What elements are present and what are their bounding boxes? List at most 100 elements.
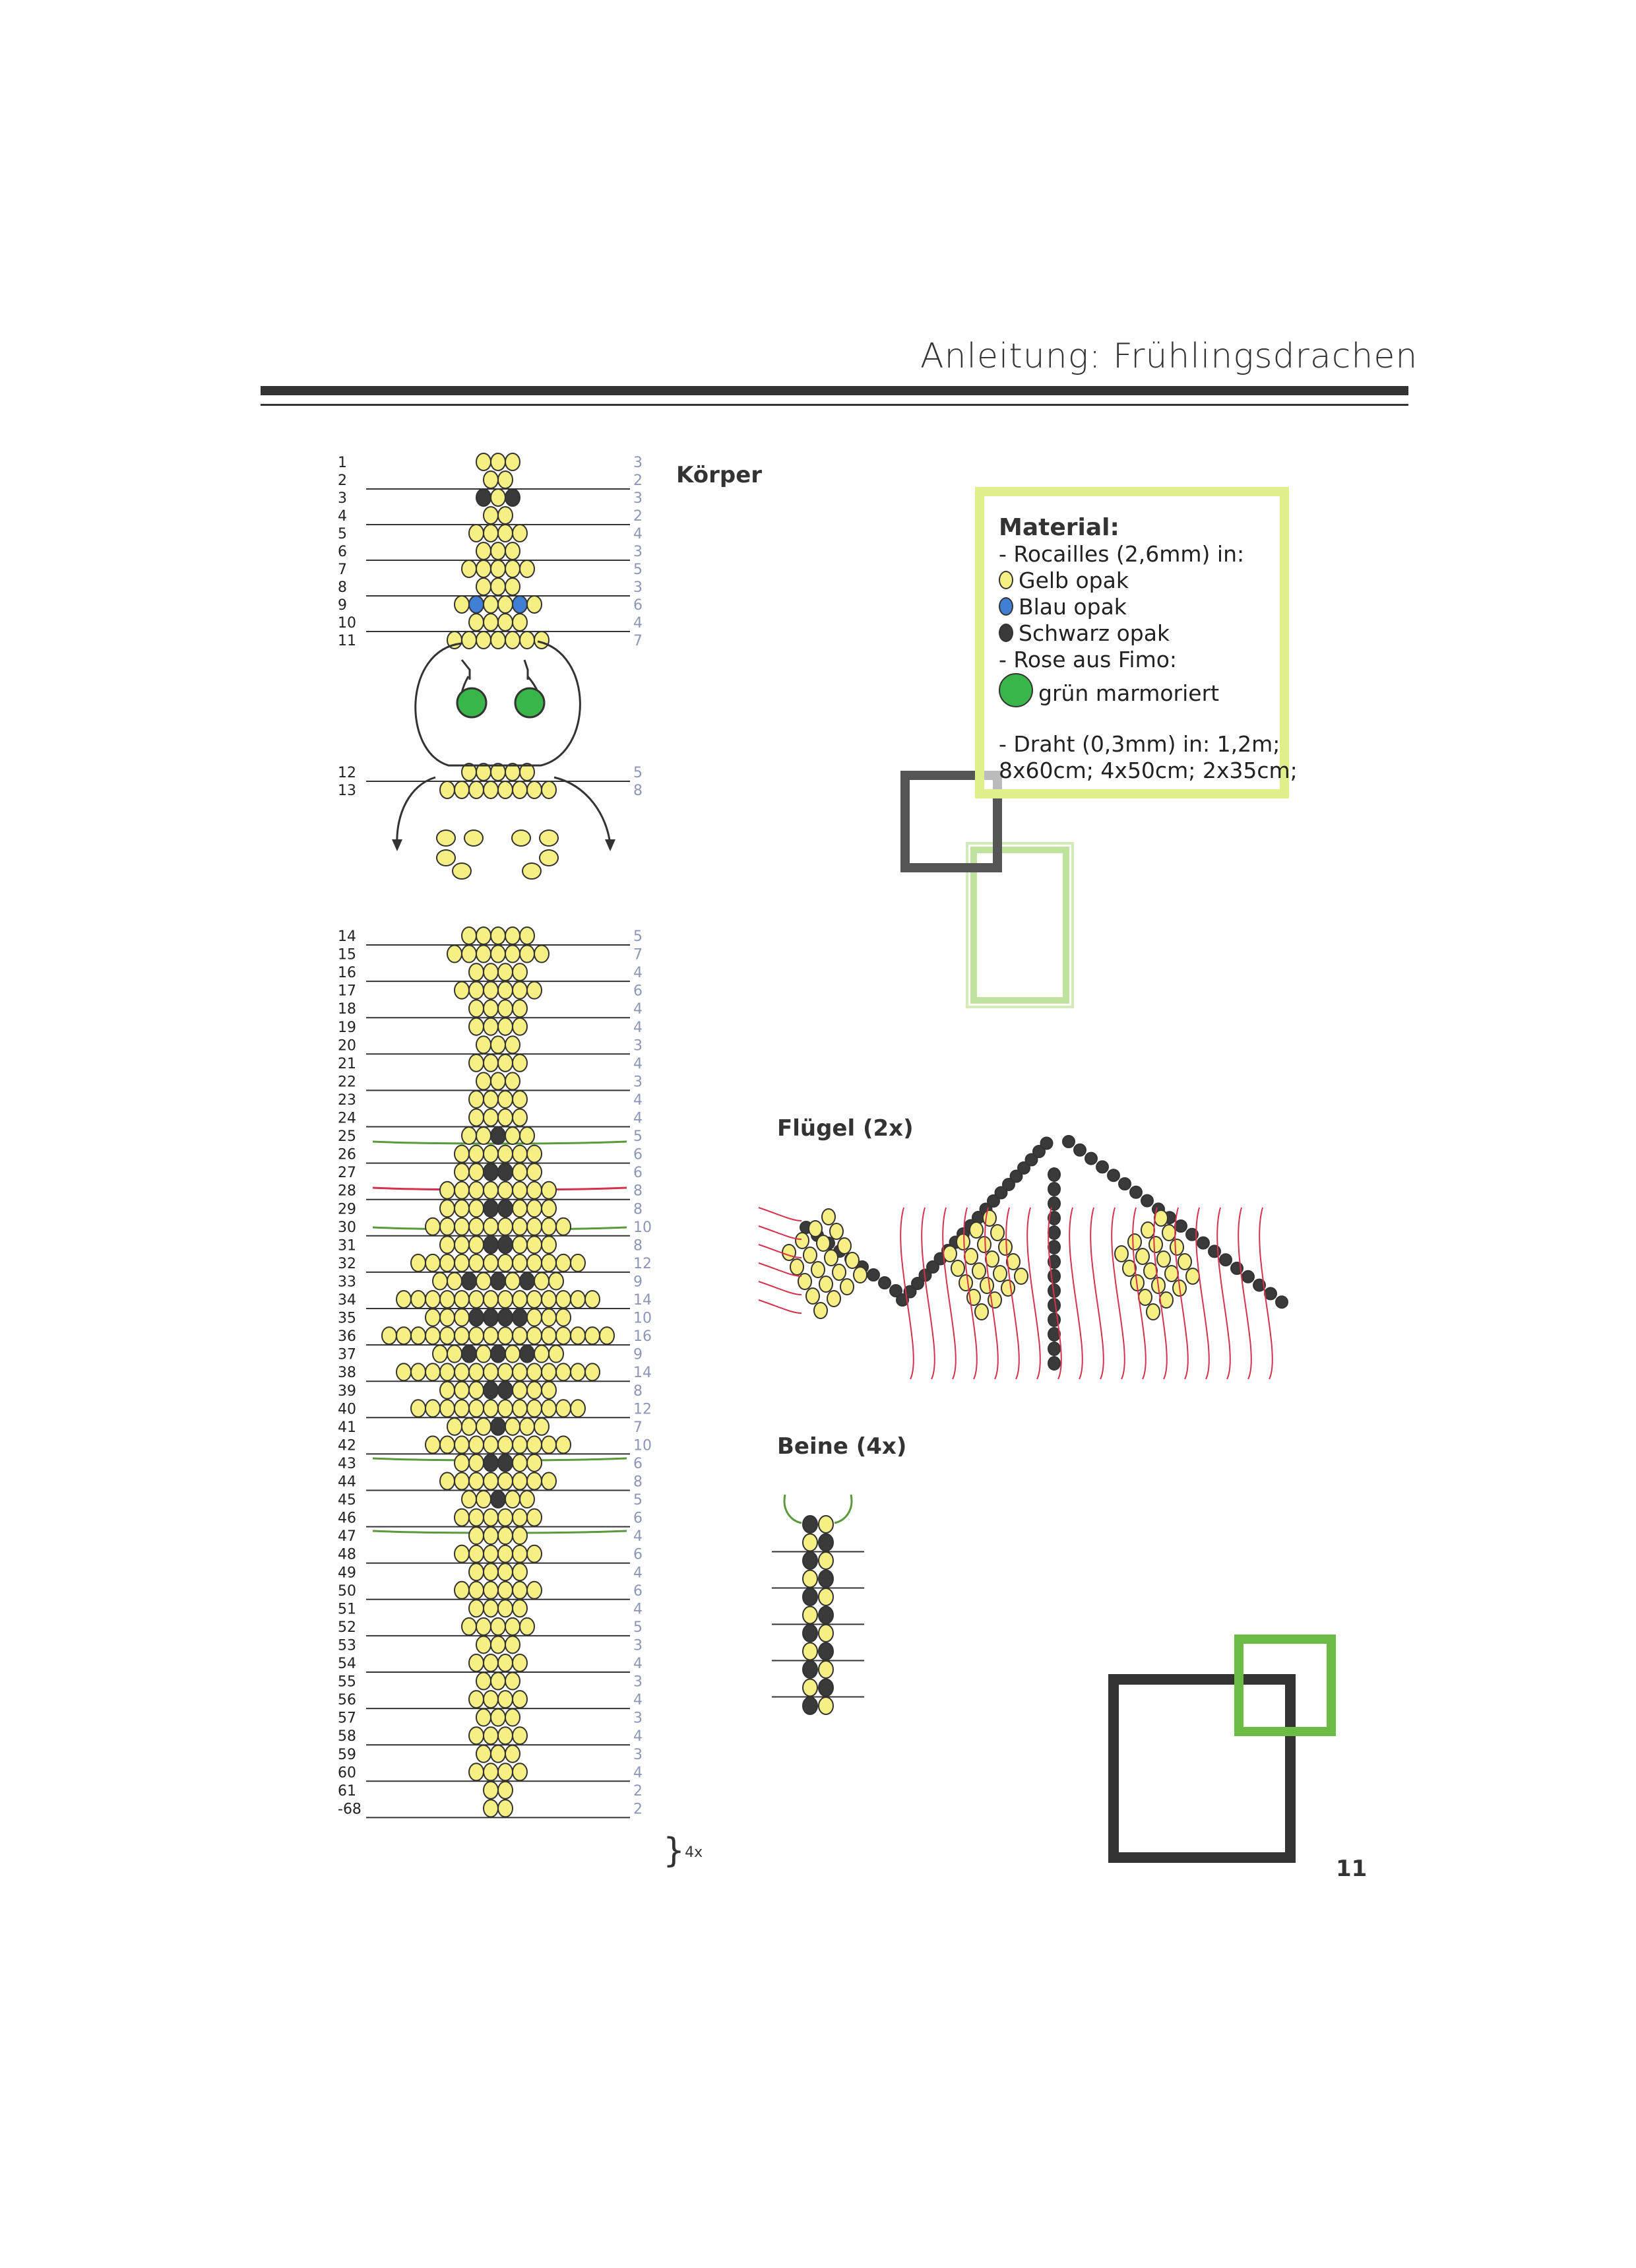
- bead: [410, 1363, 426, 1382]
- bead: [541, 781, 557, 799]
- bead: [497, 1472, 513, 1491]
- wing-wire-loop: [1069, 1207, 1083, 1380]
- bead: [483, 1453, 499, 1472]
- bead-count: 10: [633, 1311, 652, 1327]
- bead: [519, 1417, 535, 1436]
- bead: [802, 1697, 818, 1715]
- bead: [1107, 1169, 1120, 1183]
- bead-count: 5: [633, 1128, 643, 1145]
- bead: [439, 1399, 455, 1418]
- bead: [497, 1380, 513, 1400]
- bead: [1242, 1270, 1255, 1283]
- bead: [845, 1252, 860, 1269]
- bead: [1096, 1160, 1109, 1174]
- bead: [526, 1144, 542, 1163]
- wing-wire-loop: [758, 1262, 802, 1277]
- bead: [1048, 1327, 1061, 1342]
- bead: [468, 1199, 484, 1218]
- wing-wire-loop: [984, 1207, 999, 1380]
- bead: [452, 862, 472, 880]
- bead-count: 8: [633, 1201, 643, 1217]
- bead-counts: 3232435364758574644343445668810812914101…: [633, 455, 652, 1817]
- bead: [987, 1194, 1000, 1208]
- wing-wire-loop: [921, 1207, 935, 1380]
- bead: [497, 1017, 513, 1036]
- bead: [1048, 1356, 1061, 1371]
- bead: [447, 1344, 462, 1363]
- bead: [790, 1258, 804, 1276]
- bead: [539, 829, 559, 847]
- bead: [468, 1599, 484, 1618]
- bead: [519, 560, 535, 578]
- bead: [1127, 1233, 1142, 1250]
- bead: [476, 1417, 491, 1436]
- bead: [1197, 1236, 1210, 1250]
- wing-wire-loop: [1259, 1207, 1273, 1380]
- material-wire-line-1: - Draht (0,3mm) in: 1,2m;: [999, 731, 1280, 757]
- repeat-label: 4x: [685, 1844, 703, 1861]
- bead: [483, 1380, 499, 1400]
- bead: [526, 1544, 542, 1563]
- bead-count: 3: [633, 455, 643, 471]
- bead: [505, 944, 520, 963]
- bead: [512, 1181, 528, 1200]
- bead: [512, 613, 528, 632]
- bead: [584, 1363, 600, 1382]
- row-number: 13: [338, 783, 356, 799]
- bead: [468, 1563, 484, 1582]
- section-heading-body: Körper: [676, 462, 763, 488]
- bead: [483, 1526, 499, 1545]
- material-line-yellow: Gelb opak: [999, 567, 1265, 594]
- bead: [512, 1235, 528, 1254]
- bead-count: 12: [633, 1401, 652, 1417]
- body-bead-pattern: [381, 453, 615, 1818]
- wing-wire-loop: [1005, 1207, 1020, 1380]
- bead-count: 4: [633, 1656, 643, 1672]
- leg-wire-right: [834, 1494, 853, 1524]
- bead-count: 5: [633, 928, 643, 945]
- section-heading-wings: Flügel (2x): [777, 1115, 914, 1142]
- bead: [818, 1588, 834, 1606]
- bead-count: 8: [633, 1474, 643, 1491]
- bead: [1006, 1253, 1021, 1270]
- wing-wire-loop: [1132, 1207, 1147, 1380]
- row-number: 36: [338, 1328, 356, 1345]
- bead: [497, 981, 513, 1000]
- bead-count: 4: [633, 1765, 643, 1781]
- bead: [497, 1363, 513, 1382]
- bead: [468, 1399, 484, 1418]
- bead: [1253, 1278, 1266, 1292]
- bead: [505, 1744, 520, 1763]
- bead-count: 3: [633, 544, 643, 560]
- row-number: 21: [338, 1056, 356, 1072]
- bead: [889, 1284, 902, 1297]
- row-number: 33: [338, 1274, 356, 1290]
- row-number: 31: [338, 1237, 356, 1254]
- bead: [490, 1708, 506, 1727]
- bead: [819, 1276, 833, 1293]
- bead: [454, 1217, 470, 1236]
- bead: [570, 1253, 586, 1272]
- bead: [476, 453, 491, 471]
- bead: [548, 1272, 564, 1291]
- bead: [468, 524, 484, 542]
- bead: [490, 1035, 506, 1054]
- bead: [425, 1435, 441, 1454]
- bead: [512, 1453, 528, 1472]
- bead: [570, 1290, 586, 1309]
- bead: [512, 1726, 528, 1745]
- bead: [824, 1249, 838, 1266]
- bead: [526, 1508, 542, 1527]
- row-number: 38: [338, 1365, 356, 1381]
- bead-count: 4: [633, 1601, 643, 1617]
- bead: [490, 488, 506, 507]
- bead: [512, 1363, 528, 1382]
- bead: [483, 1326, 499, 1345]
- bead-count: 3: [633, 1074, 643, 1090]
- bead: [964, 1248, 978, 1265]
- bead: [512, 1308, 528, 1327]
- material-line-green: grün marmoriert: [999, 673, 1265, 707]
- bead: [1143, 1262, 1158, 1280]
- bead: [1135, 1248, 1150, 1265]
- bead: [432, 1344, 448, 1363]
